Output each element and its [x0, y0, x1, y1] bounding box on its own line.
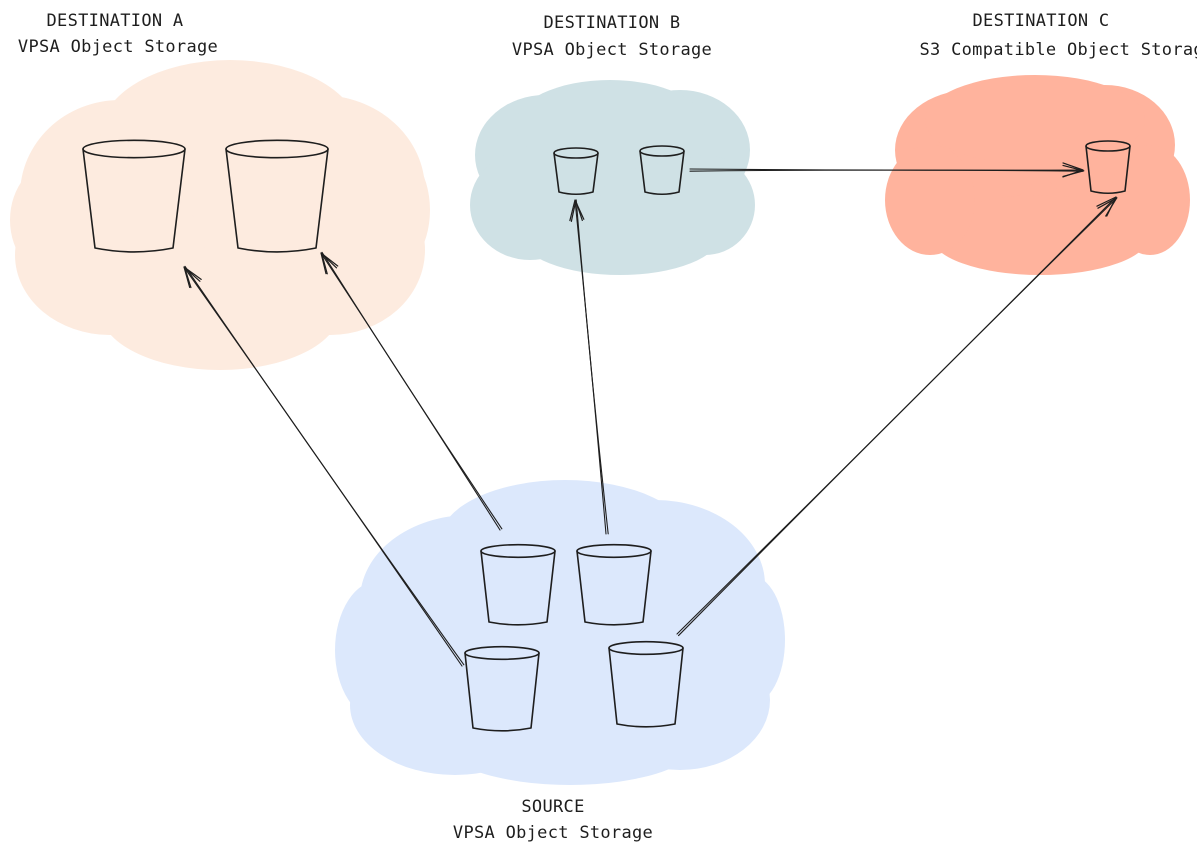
destination-a-subtitle: VPSA Object Storage [18, 37, 218, 57]
destination-c-bucket-1 [1085, 140, 1131, 195]
cloud-lobe [330, 140, 430, 280]
destination-a-cloud-shape [10, 60, 430, 370]
destination-a-bucket-1 [82, 139, 186, 253]
arrow-line-sketch [575, 199, 609, 535]
cloud-lobe [885, 145, 975, 255]
arrow-line-sketch [321, 251, 503, 530]
arrow-head-sketch [184, 267, 201, 289]
cloud-lobe [440, 695, 700, 785]
cloud-lobe [440, 480, 690, 600]
bucket-body [464, 652, 540, 732]
bucket-body [639, 150, 685, 196]
cloud-lobe [1110, 145, 1190, 255]
bucket-body [1085, 145, 1131, 195]
destination-c-title: DESTINATION C [973, 11, 1110, 31]
arrow-line-sketch [678, 197, 1118, 637]
destination-a-title: DESTINATION A [47, 11, 184, 31]
cloud-lobe [930, 195, 1150, 275]
arrow-line-sketch [689, 169, 1084, 172]
arrow-destination-b-to-destination-c [689, 162, 1085, 178]
arrow-head-sketch [1062, 164, 1085, 178]
cloud-lobe [100, 250, 340, 370]
bucket-body [553, 152, 599, 196]
destination-b-cloud-shape [470, 80, 755, 275]
destination-b-bucket-2 [639, 145, 685, 196]
source-bucket-1 [480, 543, 556, 626]
arrow-head-sketch [570, 200, 583, 223]
cloud-lobe [335, 580, 425, 720]
arrow-head [183, 266, 202, 289]
destination-a-bucket-2 [225, 139, 329, 253]
source-cloud [335, 480, 785, 785]
arrow-head [320, 252, 339, 275]
arrow-head-sketch [1097, 197, 1118, 217]
replication-arrows [183, 162, 1118, 667]
destination-c-subtitle: S3 Compatible Object Storage [920, 40, 1197, 60]
destination-a-cloud [10, 60, 430, 370]
bucket-body [225, 148, 329, 253]
cloud-lobe [715, 575, 785, 705]
arrow-head-sketch [321, 253, 338, 275]
bucket-body [480, 550, 556, 626]
arrow-source-to-destination-c-bucket-1 [676, 196, 1118, 637]
source-cloud-shape [335, 480, 785, 785]
source-subtitle: VPSA Object Storage [453, 823, 653, 843]
arrow-source-to-destination-b-bucket-1 [569, 199, 609, 535]
source-bucket-2 [576, 543, 652, 626]
bucket-body [576, 550, 652, 626]
destination-c-cloud [885, 75, 1190, 275]
arrow-line-sketch [184, 265, 465, 666]
cloud-lobe [470, 150, 590, 260]
buckets [82, 139, 1131, 732]
cloud-lobe [655, 155, 755, 255]
source-bucket-3 [464, 645, 540, 732]
arrow-source-to-destination-a-bucket-2 [320, 251, 503, 531]
bucket-body [82, 148, 186, 253]
cloud-lobe [10, 160, 110, 280]
destination-b-subtitle: VPSA Object Storage [512, 40, 712, 60]
source-title: SOURCE [521, 797, 584, 817]
cloud-lobe [515, 80, 705, 170]
bucket-body [608, 647, 684, 728]
destination-b-cloud [470, 80, 755, 275]
destination-b-title: DESTINATION B [544, 13, 681, 33]
destination-b-bucket-1 [553, 147, 599, 196]
destination-c-cloud-shape [885, 75, 1190, 275]
source-bucket-4 [608, 640, 684, 728]
arrow-head [569, 199, 585, 222]
arrow-source-to-destination-a-bucket-1 [183, 265, 465, 667]
